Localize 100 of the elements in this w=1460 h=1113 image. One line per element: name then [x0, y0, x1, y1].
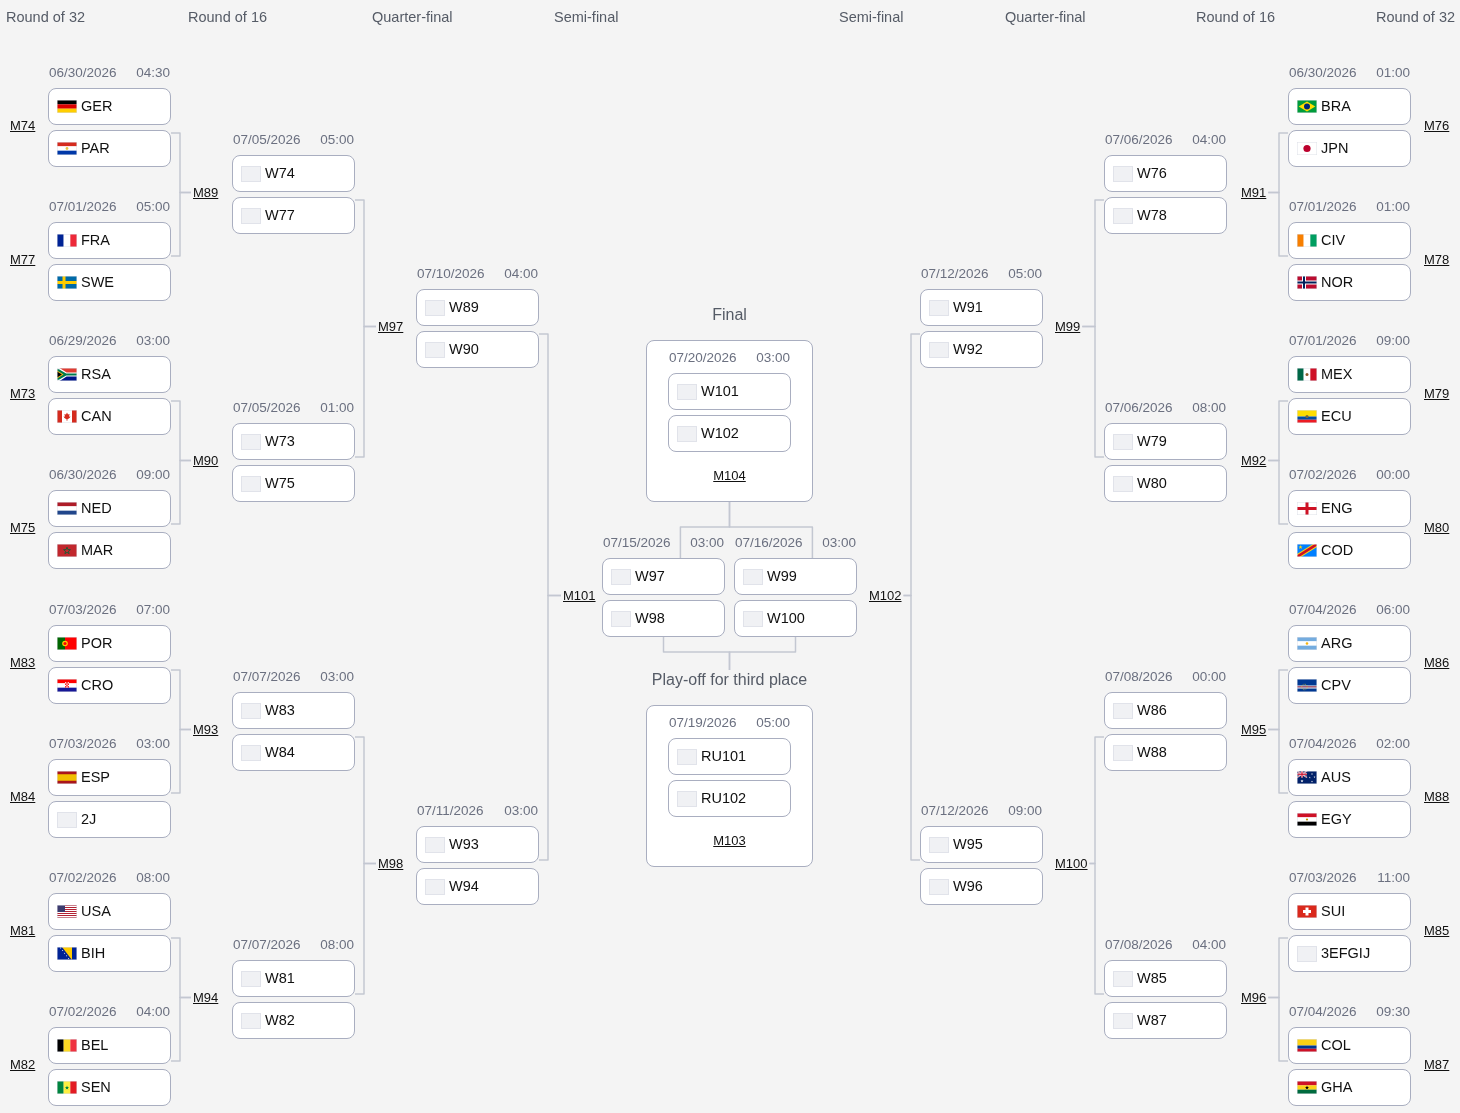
match-time: 03:00	[136, 333, 170, 349]
team-slot	[1104, 155, 1227, 192]
team-slot	[232, 734, 355, 771]
match-time: 06:00	[1376, 602, 1410, 618]
team-name: CAN	[81, 408, 112, 425]
team-name: ESP	[81, 769, 110, 786]
team-slot	[920, 331, 1043, 368]
match-date: 07/19/2026	[669, 715, 737, 731]
team-slot	[48, 893, 171, 930]
team-slot	[668, 780, 791, 817]
match-date: 07/06/2026	[1105, 400, 1173, 416]
match-date: 07/06/2026	[1105, 132, 1173, 148]
team-name: W88	[1137, 744, 1167, 761]
match-time: 04:00	[1192, 132, 1226, 148]
match-link: M86	[1423, 654, 1451, 671]
team-name: AUS	[1321, 769, 1351, 786]
team-name: MAR	[81, 542, 114, 559]
match-date: 07/03/2026	[1289, 870, 1357, 886]
bracket-line	[728, 636, 797, 671]
team-slot	[48, 667, 171, 704]
team-name: W76	[1137, 165, 1167, 182]
match-link: M99	[1053, 318, 1083, 335]
team-name: 3EFGIJ	[1321, 945, 1371, 962]
team-slot	[416, 331, 539, 368]
match-time: 03:00	[320, 669, 354, 685]
team-slot	[1288, 264, 1411, 301]
team-name: CIV	[1321, 232, 1346, 249]
bracket-line	[170, 459, 192, 525]
team-name: ECU	[1321, 408, 1352, 425]
team-slot	[1104, 734, 1227, 771]
match-date: 07/03/2026	[49, 736, 117, 752]
match-link: M75	[9, 519, 37, 536]
team-slot	[1288, 398, 1411, 435]
team-name: CRO	[81, 677, 114, 694]
team-name: W75	[265, 475, 295, 492]
team-name: W81	[265, 970, 295, 987]
match-link: M80	[1423, 519, 1451, 536]
team-slot	[1288, 1027, 1411, 1064]
bracket-line	[1081, 325, 1105, 458]
team-name: W101	[701, 383, 739, 400]
match-time: 04:30	[136, 65, 170, 81]
match-link: M98	[376, 855, 406, 872]
team-slot	[232, 960, 355, 997]
team-name: W92	[953, 341, 983, 358]
team-slot	[1288, 667, 1411, 704]
match-time: 03:00	[690, 535, 724, 551]
team-name: W80	[1137, 475, 1167, 492]
bracket-line	[1267, 191, 1289, 257]
team-name: CPV	[1321, 677, 1351, 694]
match-time: 04:00	[1192, 937, 1226, 953]
team-slot	[1288, 222, 1411, 259]
team-slot	[1104, 423, 1227, 460]
match-link: M82	[9, 1056, 37, 1073]
team-name: W83	[265, 702, 295, 719]
match-date: 07/12/2026	[921, 266, 989, 282]
team-slot	[1104, 465, 1227, 502]
round-heading: Quarter-final	[1005, 8, 1086, 26]
bracket-line	[902, 594, 921, 861]
match-time: 09:30	[1376, 1004, 1410, 1020]
match-link: M103	[712, 833, 747, 849]
team-name: W97	[635, 568, 665, 585]
team-name: W87	[1137, 1012, 1167, 1029]
team-slot	[48, 264, 171, 301]
team-slot	[48, 759, 171, 796]
team-name: W91	[953, 299, 983, 316]
match-time: 08:00	[320, 937, 354, 953]
team-slot	[416, 826, 539, 863]
match-date: 07/20/2026	[669, 350, 737, 366]
team-name: POR	[81, 635, 113, 652]
team-name: 2J	[81, 811, 97, 828]
match-date: 07/11/2026	[417, 803, 484, 819]
match-link: M104	[712, 468, 747, 484]
match-link: M90	[191, 452, 221, 469]
match-link: M91	[1239, 184, 1269, 201]
team-slot	[1288, 1069, 1411, 1106]
match-date: 07/01/2026	[1289, 333, 1357, 349]
stage-heading: Play-off for third place	[651, 670, 808, 690]
match-link: M85	[1423, 922, 1451, 939]
match-date: 07/03/2026	[49, 602, 117, 618]
match-time: 03:00	[822, 535, 856, 551]
match-date: 06/30/2026	[1289, 65, 1357, 81]
team-name: SEN	[81, 1079, 111, 1096]
match-time: 08:00	[1192, 400, 1226, 416]
match-time: 03:00	[136, 736, 170, 752]
team-name: COL	[1321, 1037, 1351, 1054]
match-date: 07/02/2026	[1289, 467, 1357, 483]
match-time: 09:00	[1376, 333, 1410, 349]
team-slot	[602, 600, 725, 637]
team-name: RSA	[81, 366, 111, 383]
team-name: SWE	[81, 274, 115, 291]
team-slot	[920, 289, 1043, 326]
team-slot	[920, 826, 1043, 863]
team-slot	[1288, 935, 1411, 972]
bracket-line	[170, 191, 192, 257]
bracket-line	[170, 996, 192, 1062]
bracket-line	[1267, 459, 1289, 525]
match-date: 07/02/2026	[49, 1004, 117, 1020]
team-slot	[232, 155, 355, 192]
match-link: M88	[1423, 788, 1451, 805]
match-date: 07/02/2026	[49, 870, 117, 886]
